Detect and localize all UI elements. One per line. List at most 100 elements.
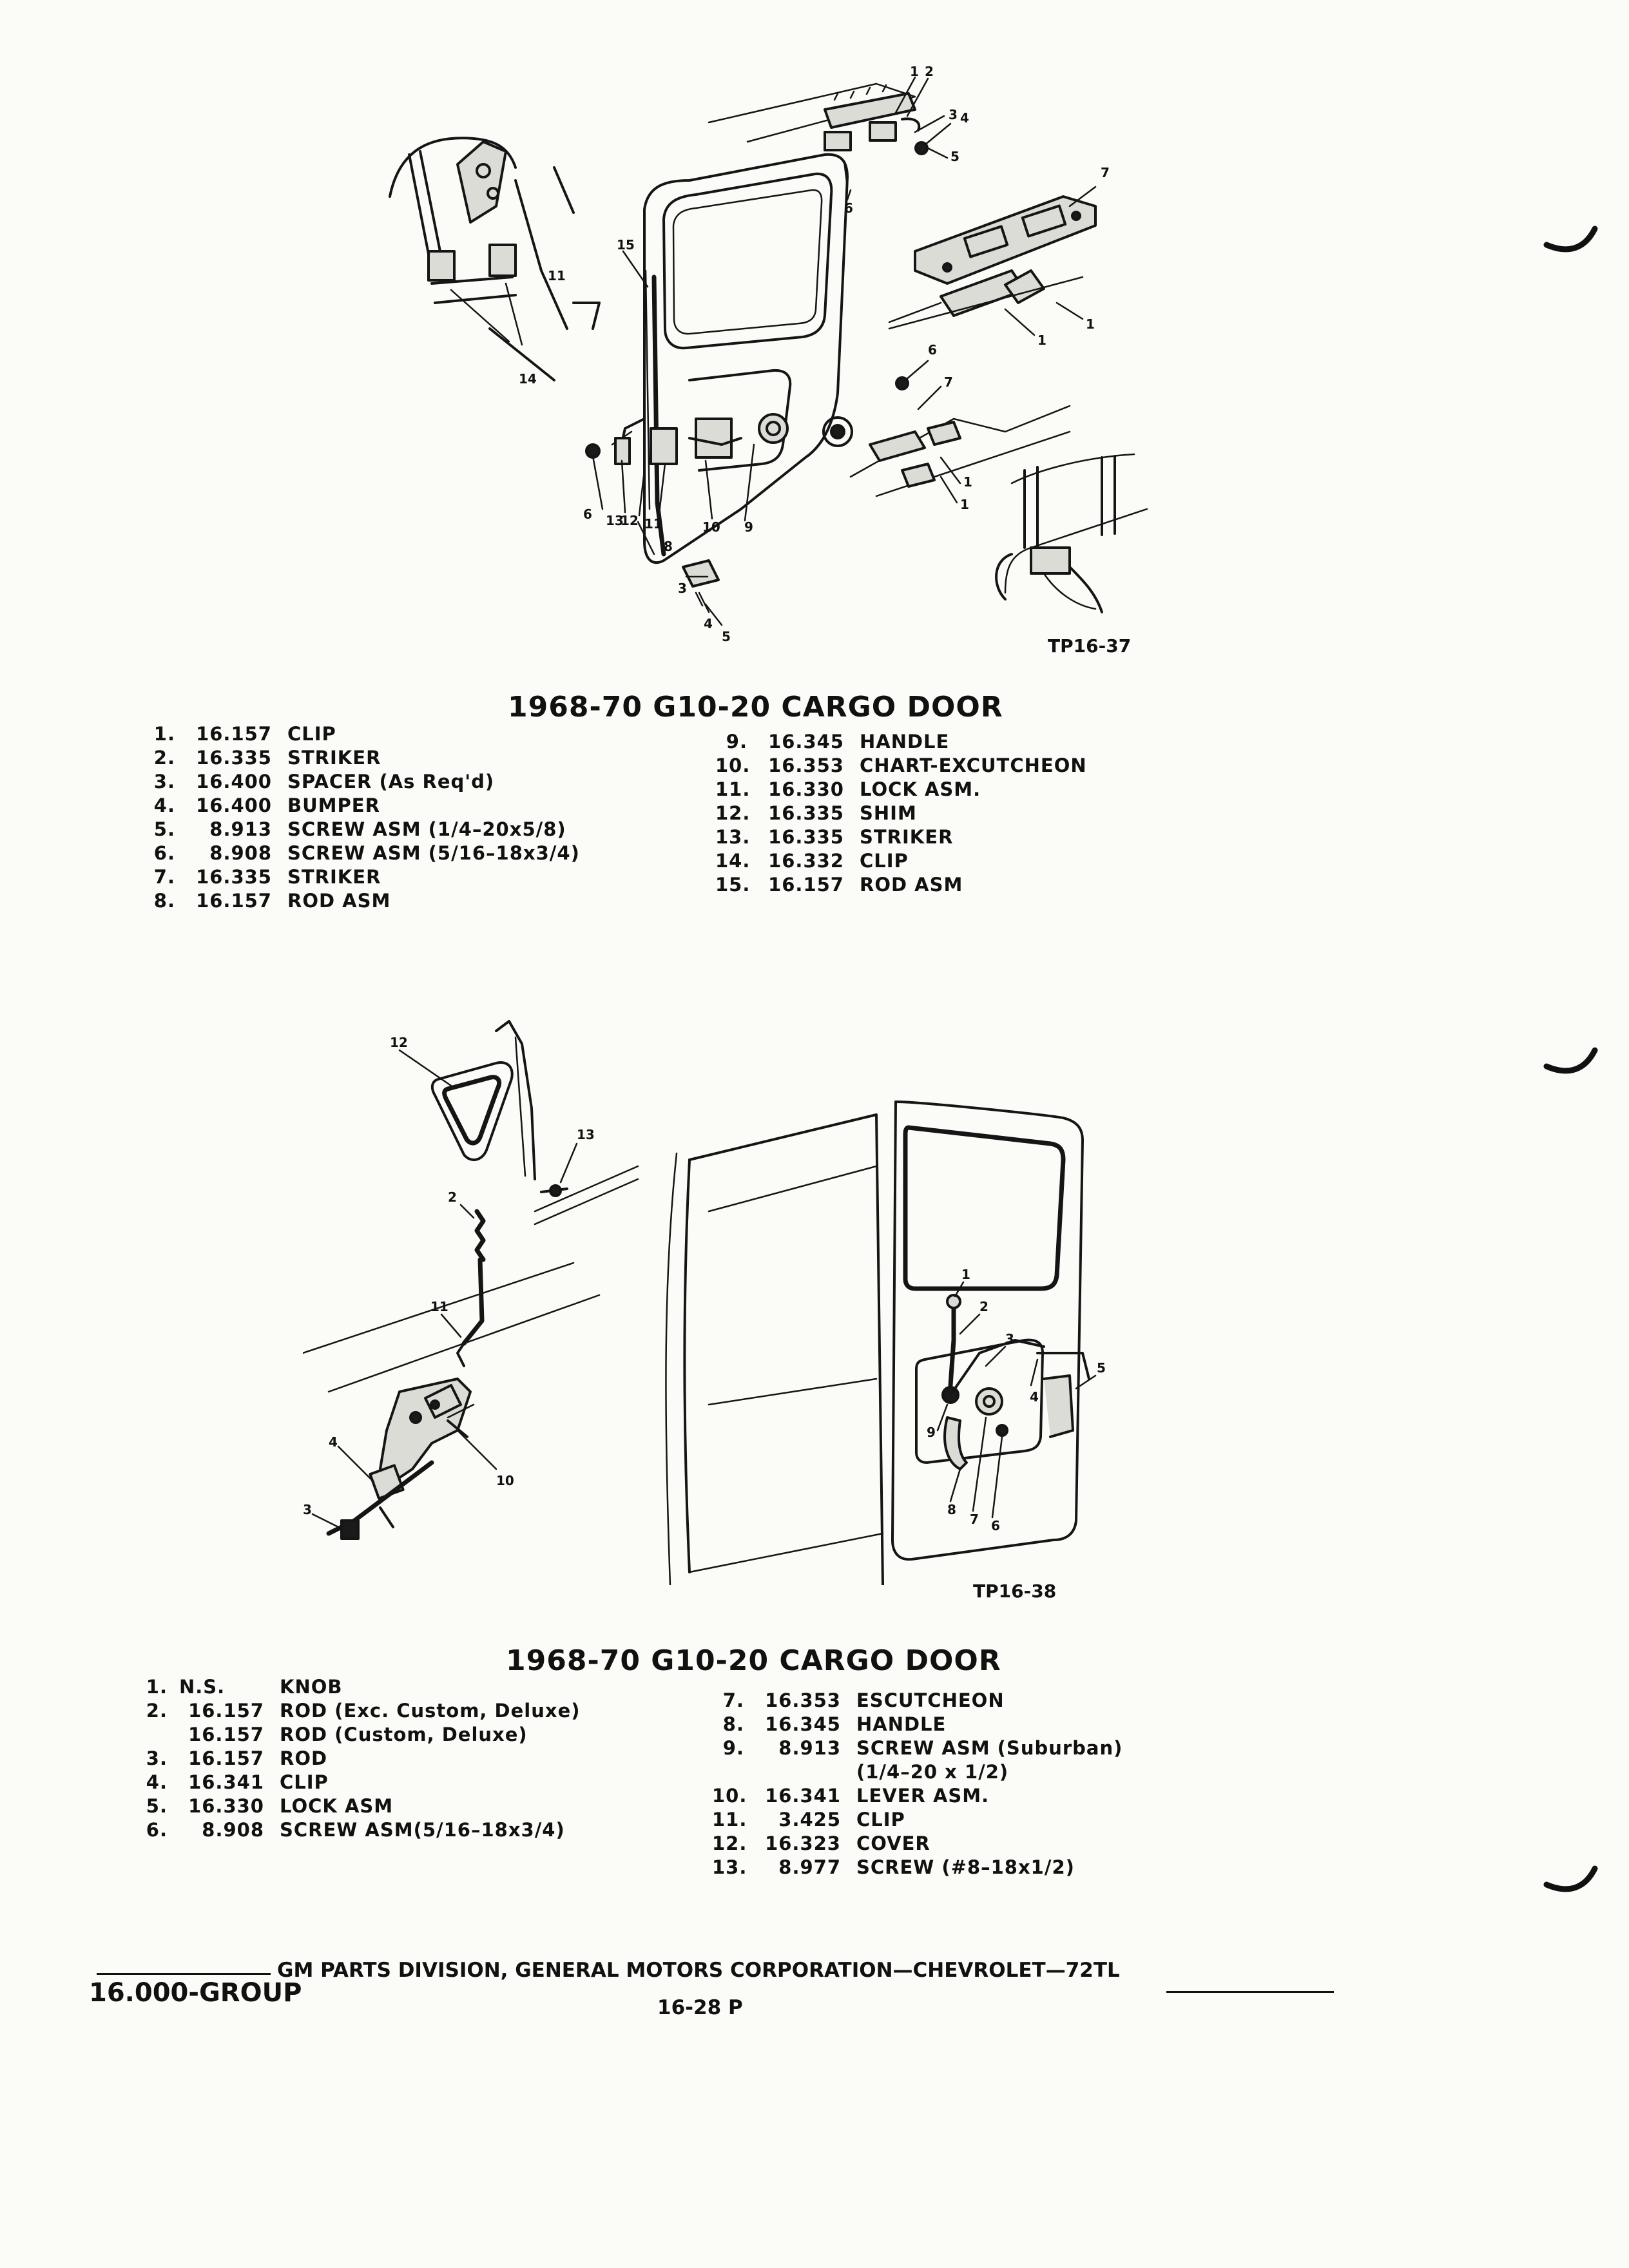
svg-text:11: 11 (644, 516, 662, 532)
svg-text:5: 5 (950, 149, 959, 164)
svg-text:4: 4 (960, 110, 969, 126)
svg-text:8: 8 (664, 539, 673, 554)
footer-group-label: 16.000-GROUP (89, 1978, 302, 2008)
figure-2-rod-lever-assembly: 2 11 4 3 10 (303, 1189, 601, 1540)
figure-1-striker-lower: 6 7 1 1 (849, 342, 1071, 512)
figure-1-door: 15 6 13 12 11 10 9 8 3 4 5 (583, 153, 853, 644)
svg-text:7: 7 (944, 374, 953, 390)
svg-text:4: 4 (1030, 1389, 1039, 1405)
svg-text:3: 3 (303, 1502, 312, 1517)
svg-text:11: 11 (548, 268, 566, 284)
svg-text:1: 1 (1086, 316, 1095, 332)
footer-rule-right (1166, 1991, 1334, 1993)
svg-text:13: 13 (577, 1127, 595, 1142)
svg-text:8: 8 (947, 1502, 956, 1517)
svg-text:1: 1 (910, 64, 919, 79)
svg-text:9: 9 (744, 519, 753, 535)
svg-text:11: 11 (430, 1299, 448, 1314)
svg-text:10: 10 (496, 1473, 514, 1488)
svg-text:5: 5 (1097, 1360, 1106, 1376)
svg-text:15: 15 (617, 237, 635, 253)
svg-text:7: 7 (970, 1512, 979, 1527)
binder-ring-mark-2 (1543, 1047, 1598, 1074)
svg-text:5: 5 (722, 629, 731, 644)
svg-text:1: 1 (963, 474, 972, 490)
figure-1-striker-plate: 7 1 1 (888, 165, 1110, 348)
svg-text:2: 2 (448, 1189, 457, 1205)
svg-text:14: 14 (519, 371, 537, 387)
figure-2-ref-code: TP16-38 (973, 1581, 1057, 1602)
footer-rule-left (97, 1973, 271, 1975)
svg-text:2: 2 (925, 64, 934, 79)
svg-text:4: 4 (329, 1434, 338, 1450)
svg-text:1: 1 (960, 497, 969, 512)
svg-text:6: 6 (844, 200, 853, 216)
figure-1-hinge-inset: 11 14 (389, 137, 601, 387)
svg-text:6: 6 (991, 1518, 1000, 1533)
parts-list-item: (1/4–20 x 1/2) (856, 1761, 1009, 1783)
figure-2-title: 1968-70 G10-20 CARGO DOOR (506, 1644, 1001, 1677)
figure-1-hinge-inset-lower (995, 453, 1148, 613)
svg-text:6: 6 (583, 506, 592, 522)
svg-text:6: 6 (928, 342, 937, 358)
svg-text:12: 12 (390, 1035, 408, 1050)
binder-ring-mark-1 (1543, 226, 1598, 253)
figure-2-cover-detail: 12 13 (390, 1020, 639, 1225)
figure-1-ref-code: TP16-37 (1048, 635, 1132, 657)
figure-1-illustration: 11 14 (389, 64, 1148, 644)
svg-text:1: 1 (961, 1267, 970, 1282)
figure-2-van-door: 1 2 3 4 5 9 8 7 6 (665, 1100, 1106, 1585)
svg-text:12: 12 (621, 513, 639, 528)
svg-text:9: 9 (927, 1425, 936, 1440)
footer-credit: GM PARTS DIVISION, GENERAL MOTORS CORPOR… (277, 1959, 1120, 1982)
svg-text:3: 3 (949, 107, 958, 122)
svg-text:1: 1 (1037, 332, 1046, 348)
figure-1-title: 1968-70 G10-20 CARGO DOOR (508, 691, 1003, 724)
svg-text:4: 4 (704, 616, 713, 631)
figure-2-illustration: 12 13 2 11 4 3 (303, 1020, 1106, 1585)
svg-text:7: 7 (1101, 165, 1110, 180)
svg-text:13: 13 (606, 513, 624, 528)
svg-text:2: 2 (979, 1299, 988, 1314)
footer-page-number: 16-28 P (657, 1996, 743, 2019)
binder-ring-mark-3 (1543, 1865, 1598, 1892)
parts-list-item: 1.N.S.KNOB (146, 1676, 343, 1698)
svg-text:3: 3 (1005, 1331, 1014, 1347)
svg-text:10: 10 (702, 519, 720, 535)
figure-1-striker-detail-top: 1 2 3 4 5 6 (708, 64, 969, 216)
svg-text:3: 3 (678, 581, 687, 596)
